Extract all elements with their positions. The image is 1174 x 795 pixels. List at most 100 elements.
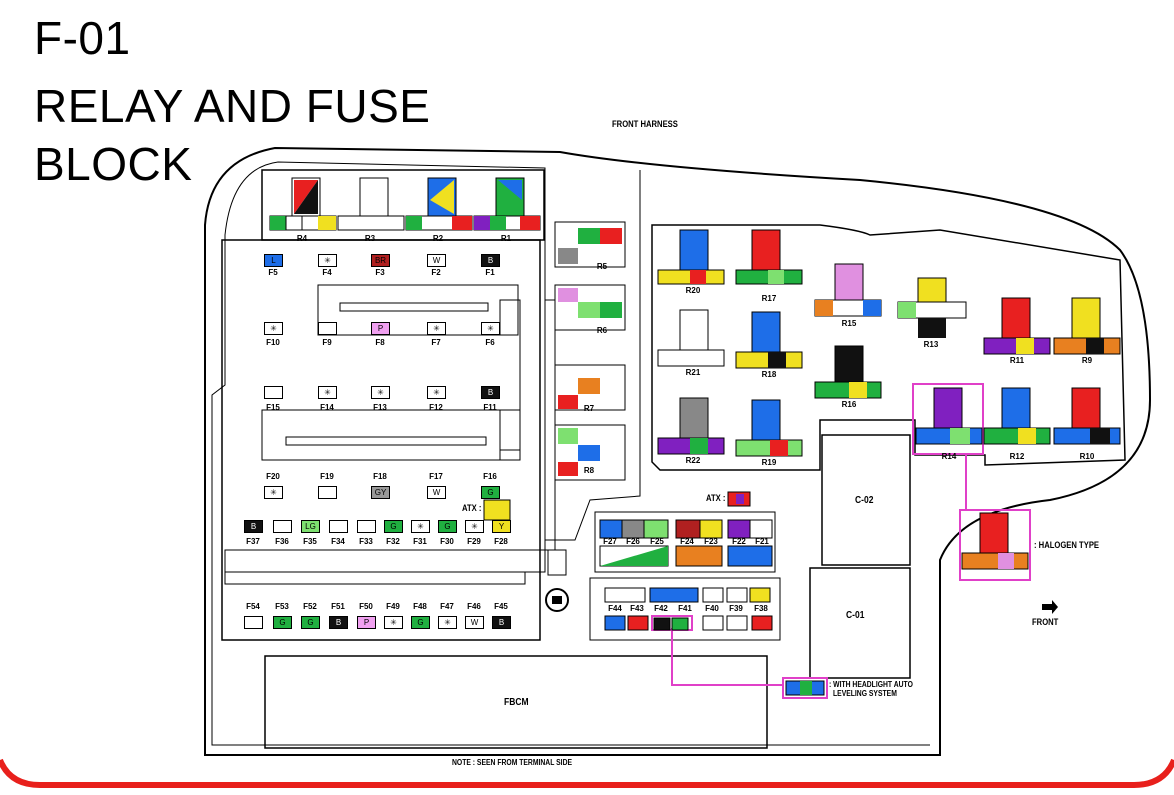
- fuse-f5: L: [264, 254, 283, 267]
- top-relay-area: [261, 169, 545, 241]
- relay-r2: [405, 177, 473, 231]
- fuse-label-f1: F1: [485, 268, 495, 277]
- fuse-f33: [357, 520, 376, 533]
- relay-r9: [1053, 297, 1121, 355]
- left-fuse-block: [221, 239, 541, 641]
- fuse-label-f47: F47: [440, 602, 454, 611]
- fuse-label-f27: F27: [603, 537, 617, 546]
- fuse-f26: [621, 519, 645, 539]
- fuse-f19: [318, 486, 337, 499]
- relay-label-r21: R21: [685, 368, 701, 377]
- relay-r13: [897, 277, 967, 338]
- relay-halogen-detail: [961, 512, 1029, 570]
- fuse-label-f43: F43: [630, 604, 644, 613]
- fuse-f32: G: [384, 520, 403, 533]
- fuse-f15: [264, 386, 283, 399]
- fuse-label-f37: F37: [246, 537, 260, 546]
- relay-r12: [983, 387, 1051, 445]
- fuse-label-f29: F29: [467, 537, 481, 546]
- fuse-label-f32: F32: [386, 537, 400, 546]
- fuse-f29: ✳: [465, 520, 484, 533]
- relay-r5: [554, 221, 626, 268]
- front-arrow-icon: [1042, 600, 1058, 614]
- relay-label-r17: R17: [761, 294, 777, 303]
- relay-label-r4: R4: [296, 234, 308, 243]
- fuse-label-f50: F50: [359, 602, 373, 611]
- housing-inner-bottom: [211, 630, 930, 746]
- fuse-f20: ✳: [264, 486, 283, 499]
- note-label: NOTE : SEEN FROM TERMINAL SIDE: [452, 758, 573, 767]
- fuse-label-f45: F45: [494, 602, 508, 611]
- fuse-label-f33: F33: [359, 537, 373, 546]
- fuse-label-f14: F14: [320, 403, 334, 412]
- fuse-f1: B: [481, 254, 500, 267]
- relay-label-r15: R15: [841, 319, 857, 328]
- fuse-f14: ✳: [318, 386, 337, 399]
- relay-r19: [735, 399, 803, 457]
- fuse-label-f40: F40: [705, 604, 719, 613]
- fuse-f11: B: [481, 386, 500, 399]
- fuse-label-f31: F31: [413, 537, 427, 546]
- relay-label-r11: R11: [1009, 356, 1025, 365]
- fuse-f23: [699, 519, 723, 539]
- fuse-label-f25: F25: [650, 537, 664, 546]
- fuse-f10: ✳: [264, 322, 283, 335]
- fuse-f24: [675, 519, 701, 539]
- relay-label-r20: R20: [685, 286, 701, 295]
- red-frame-border: [0, 758, 1174, 788]
- fuse-label-f3: F3: [375, 268, 385, 277]
- fuse-label-f44: F44: [608, 604, 622, 613]
- fuse-label-f21: F21: [755, 537, 769, 546]
- c01-connector: [809, 567, 911, 679]
- fuse-label-f35: F35: [303, 537, 317, 546]
- atx-label-2: ATX :: [706, 493, 726, 503]
- fuse-label-f41: F41: [678, 604, 692, 613]
- housing-outline: [204, 146, 1152, 756]
- front-harness-label: FRONT HARNESS: [612, 119, 678, 129]
- relay-label-r8: R8: [583, 466, 595, 475]
- fuse-f7: ✳: [427, 322, 446, 335]
- c02-label: C-02: [855, 495, 874, 506]
- relay-label-r18: R18: [761, 370, 777, 379]
- fuse-label-f20: F20: [266, 472, 280, 481]
- relay-label-r2: R2: [432, 234, 444, 243]
- fuse-f22: [727, 519, 751, 539]
- fuse-f45: B: [492, 616, 511, 629]
- relay-r10: [1053, 387, 1121, 445]
- fbcm-module: [264, 655, 768, 749]
- relay-r16: [814, 345, 882, 399]
- fuse-label-f19: F19: [320, 472, 334, 481]
- relay-label-r3: R3: [364, 234, 376, 243]
- fuse-f18: GY: [371, 486, 390, 499]
- relay-r7: [554, 364, 626, 411]
- relay-label-r1: R1: [500, 234, 512, 243]
- fuse-label-f38: F38: [754, 604, 768, 613]
- fuse-label-f48: F48: [413, 602, 427, 611]
- fuse-label-f4: F4: [322, 268, 332, 277]
- c02-connector: [821, 434, 911, 566]
- relay-r1: [473, 177, 541, 231]
- fuse-f49: ✳: [384, 616, 403, 629]
- atx-box-1: [483, 499, 511, 521]
- fuse-label-f22: F22: [732, 537, 746, 546]
- halogen-highlight-r14: [912, 383, 984, 455]
- relay-label-r14: R14: [941, 452, 957, 461]
- relay-r21: [657, 309, 725, 367]
- halogen-highlight-detail: [959, 509, 1031, 581]
- fuse-f17: W: [427, 486, 446, 499]
- fuse-label-f16: F16: [483, 472, 497, 481]
- relay-label-r7: R7: [583, 404, 595, 413]
- fuse-label-f17: F17: [429, 472, 443, 481]
- fuse-label-f7: F7: [431, 338, 441, 347]
- fuse-f34: [329, 520, 348, 533]
- fuse-f25: [643, 519, 669, 539]
- fuse-f48: G: [411, 616, 430, 629]
- c01-label: C-01: [846, 610, 865, 621]
- fuse-label-f53: F53: [275, 602, 289, 611]
- fuse-f6: ✳: [481, 322, 500, 335]
- page-title-line1: RELAY AND FUSE: [34, 80, 431, 132]
- fuse-f13: ✳: [371, 386, 390, 399]
- relay-r15: [814, 263, 882, 317]
- relay-r11: [983, 297, 1051, 355]
- fuse-f46: W: [465, 616, 484, 629]
